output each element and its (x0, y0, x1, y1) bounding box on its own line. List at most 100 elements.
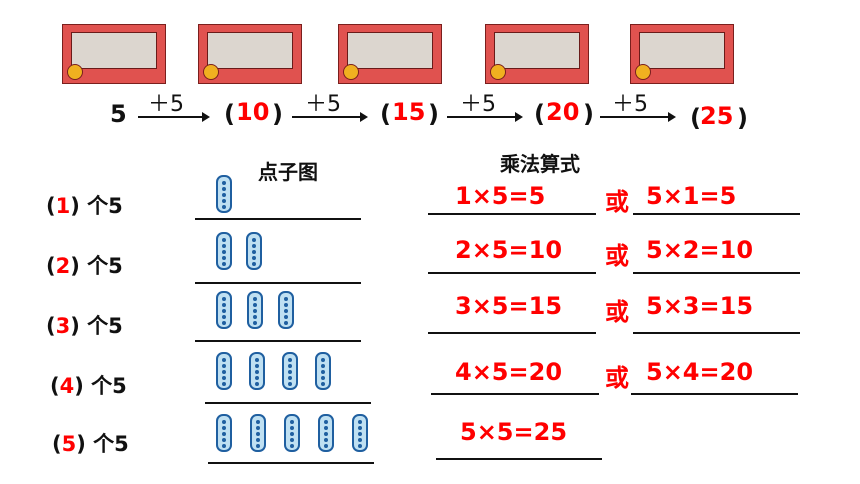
dot-stick (318, 414, 334, 452)
dot (358, 426, 362, 430)
dot (222, 358, 226, 362)
dot-stick (246, 232, 262, 270)
row-4-line-b (631, 393, 798, 395)
dot (256, 432, 260, 436)
dot-stick (250, 414, 266, 452)
dot (321, 376, 325, 380)
dot (253, 315, 257, 319)
dot (222, 250, 226, 254)
paren-1-close: ) (272, 100, 283, 128)
row-2-text: 个5 (87, 254, 123, 278)
row-2-formula-b: 5×2=10 (646, 236, 754, 264)
step-value-2: 15 (392, 98, 426, 126)
row-3-formula-a: 3×5=15 (455, 292, 563, 320)
dot (222, 370, 226, 374)
row-5-formula-a: 5×5=25 (460, 418, 568, 446)
step-value-3: 20 (546, 98, 580, 126)
logo-badge-icon (343, 64, 359, 80)
step-value-4: 25 (700, 102, 734, 130)
row-3-count: 3 (55, 314, 71, 338)
row-1-count: 1 (55, 194, 71, 218)
dot-stick (216, 414, 232, 452)
dot (222, 315, 226, 319)
dot (222, 364, 226, 368)
dots-header: 点子图 (258, 160, 318, 184)
dot (288, 364, 292, 368)
dot (222, 321, 226, 325)
dot (222, 303, 226, 307)
dot (288, 370, 292, 374)
dot (284, 315, 288, 319)
dot (252, 238, 256, 242)
dot (288, 376, 292, 380)
dot (253, 297, 257, 301)
dot (321, 370, 325, 374)
dot (222, 187, 226, 191)
arrow-right-icon (600, 112, 676, 122)
dot (358, 444, 362, 448)
dot (358, 420, 362, 424)
dot (290, 420, 294, 424)
dot (321, 364, 325, 368)
dot (288, 382, 292, 386)
step-op-3: ＋5 (460, 92, 496, 117)
row-3-dots-line (195, 340, 361, 342)
paren-4: ( (690, 104, 701, 132)
dot (321, 358, 325, 362)
dot-stick (352, 414, 368, 452)
dot (252, 250, 256, 254)
mascot-box-1 (62, 24, 166, 84)
dot (324, 432, 328, 436)
row-4-count: 4 (59, 374, 75, 398)
dot-stick (284, 414, 300, 452)
paren-3-close: ) (583, 100, 594, 128)
row-2-connector: 或 (605, 242, 629, 270)
dot (252, 244, 256, 248)
step-op-1: ＋5 (148, 92, 184, 117)
row-4-dots-line (205, 402, 371, 404)
row-1-text: 个5 (87, 194, 123, 218)
dot (255, 382, 259, 386)
dot (255, 364, 259, 368)
row-4-connector: 或 (605, 364, 629, 392)
mascot-box-4 (485, 24, 589, 84)
sequence-start: 5 (110, 100, 127, 128)
dot (222, 238, 226, 242)
dot (222, 297, 226, 301)
dot (288, 358, 292, 362)
row-5-dots-line (208, 462, 374, 464)
dot-stick (216, 291, 232, 329)
row-3-formula-b: 5×3=15 (646, 292, 754, 320)
dot (284, 297, 288, 301)
formula-header: 乘法算式 (500, 152, 580, 176)
row-3-connector: 或 (605, 298, 629, 326)
dot-stick (216, 352, 232, 390)
dot (290, 438, 294, 442)
paren-2-close: ) (428, 100, 439, 128)
dot (321, 382, 325, 386)
row-5-count: 5 (61, 432, 77, 456)
dot (222, 432, 226, 436)
row-3-line-a (428, 332, 596, 334)
dot-stick (249, 352, 265, 390)
mascot-box-2 (198, 24, 302, 84)
dot (253, 321, 257, 325)
dot (324, 426, 328, 430)
dot (222, 262, 226, 266)
dot (222, 199, 226, 203)
arrow-right-icon (292, 112, 368, 122)
dot (256, 420, 260, 424)
dot (284, 309, 288, 313)
dot (253, 309, 257, 313)
row-1-formula-b: 5×1=5 (646, 182, 737, 210)
paren-1: ( (224, 100, 235, 128)
dot (324, 420, 328, 424)
dot (222, 426, 226, 430)
dot (255, 376, 259, 380)
dot (222, 256, 226, 260)
row-1-dots-line (195, 218, 361, 220)
dot (255, 370, 259, 374)
mascot-box-5 (630, 24, 734, 84)
mascot-box-3 (338, 24, 442, 84)
paren-3: ( (534, 100, 545, 128)
